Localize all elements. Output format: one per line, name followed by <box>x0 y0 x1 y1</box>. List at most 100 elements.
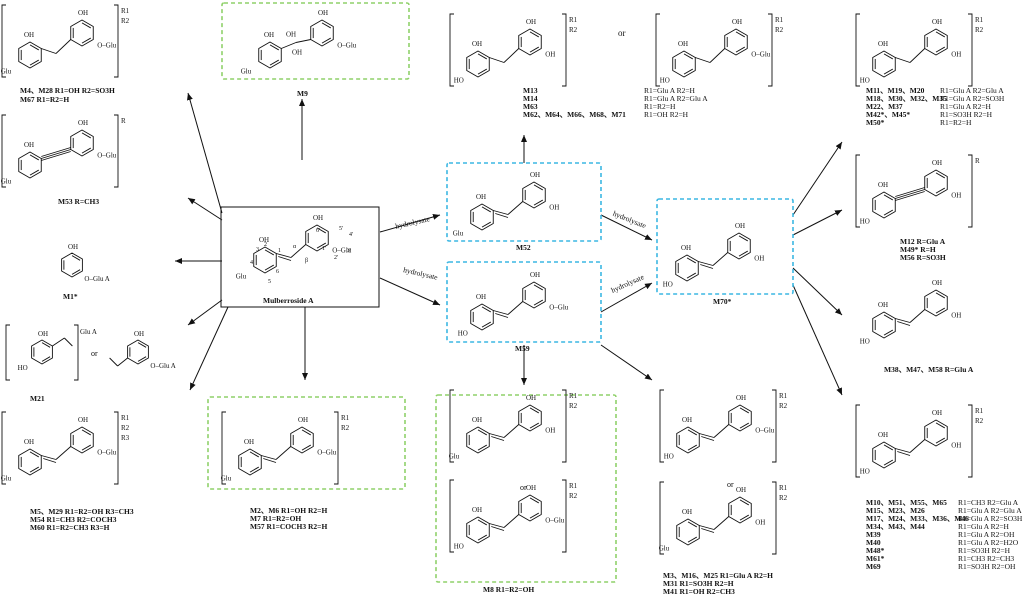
double-bond <box>477 68 488 75</box>
compound-label: M38、M47、M58 R=Glu A <box>884 365 974 374</box>
double-bond <box>137 342 147 348</box>
glucose-label: O–Glu <box>97 42 117 50</box>
compound-label: M53 R=CH3 <box>58 197 100 206</box>
benzene-ring <box>18 448 42 476</box>
benzene-ring <box>466 426 490 454</box>
double-bond <box>316 242 327 249</box>
glucose-label: Glu <box>241 68 252 76</box>
benzene-ring <box>466 50 490 78</box>
benzene-ring <box>522 281 546 309</box>
hydroxyl-label: OH <box>476 293 486 301</box>
compound-label: M15、M23、M26 <box>866 506 925 515</box>
double-bond <box>278 256 292 261</box>
hydroxyl-label: OH <box>951 51 961 59</box>
double-bond <box>701 436 715 441</box>
benzene-ring <box>518 404 542 432</box>
hydroxyl-label: HO <box>458 330 468 338</box>
double-bond <box>883 314 894 321</box>
double-bond <box>249 451 260 458</box>
benzene-ring <box>70 129 94 157</box>
substituent-label: R2 <box>341 424 350 432</box>
glucose-label: Glu <box>221 475 232 483</box>
hydroxyl-label: OH <box>526 394 536 402</box>
or-label: or <box>91 349 98 358</box>
benzene-ring <box>470 203 494 231</box>
hydroxyl-label: OH <box>682 508 692 516</box>
double-bond <box>739 407 750 414</box>
double-bond <box>301 429 312 436</box>
benzene-ring <box>310 19 334 47</box>
substituent-label: R1 <box>341 414 350 422</box>
double-bond <box>29 44 40 51</box>
double-bond <box>29 59 40 66</box>
compound-label: M2、M6 R1=OH R2=H <box>250 506 328 515</box>
compound-label: M63 <box>523 102 538 111</box>
compound-label: M48* <box>866 546 885 555</box>
glucose-label: Glu <box>659 545 670 553</box>
hydroxyl-label: OH <box>681 244 691 252</box>
benzene-ring <box>924 419 948 447</box>
hydroxyl-label: OH <box>735 222 745 230</box>
compound-label: R1=Glu A R2=H <box>940 102 991 111</box>
double-bond <box>883 459 894 466</box>
double-bond <box>137 356 147 362</box>
double-bond <box>301 444 312 451</box>
highlight-box-m70 <box>656 198 794 295</box>
hydroxyl-label: OH <box>549 204 559 212</box>
double-bond <box>477 444 488 451</box>
substituent-label: R1 <box>569 16 578 24</box>
arrow-to-m21 <box>187 299 223 326</box>
double-bond <box>909 439 926 453</box>
hydroxyl-label: OH <box>313 214 323 222</box>
double-bond <box>477 519 488 526</box>
double-bond <box>290 244 307 258</box>
hydroxyl-label: HO <box>454 543 464 551</box>
compound-label: M10、M51、M55、M65 <box>866 498 947 507</box>
glucose-label: O–Glu <box>751 51 771 59</box>
hydroxyl-label: OH <box>78 119 88 127</box>
hydroxyl-label: OH <box>24 438 34 446</box>
highlight-box-m52 <box>446 162 602 242</box>
compound-label: R1=Glu A R2=SO3H <box>958 514 1023 523</box>
double-bond <box>935 292 946 299</box>
substituent-label: R1 <box>975 407 984 415</box>
compound-label: R1=Glu A R2=H2O <box>958 538 1019 547</box>
compound-label: R1=Glu A R2=OH <box>958 530 1015 539</box>
benzene-ring <box>728 496 752 524</box>
bracket <box>1 4 6 78</box>
benzene-ring <box>70 426 94 454</box>
compound-label: M31 R1=SO3H R2=H <box>663 579 734 588</box>
compound-label: M4、M28 R1=OH R2=SO3H <box>20 86 115 95</box>
double-bond <box>935 437 946 444</box>
hydroxyl-label: OH <box>78 9 88 17</box>
bracket <box>221 411 226 485</box>
hydroxyl-label: HO <box>860 468 870 476</box>
bracket <box>659 481 664 555</box>
double-bond <box>699 525 715 530</box>
benzene-ring <box>872 311 896 339</box>
benzene-ring <box>18 151 42 179</box>
double-bond <box>529 46 540 53</box>
highlight-box-m2 <box>207 396 406 490</box>
or-label: or <box>727 480 734 489</box>
substituent-label: R2 <box>779 402 788 410</box>
substituent-label: R2 <box>775 26 784 34</box>
compound-label: M21 <box>30 394 45 403</box>
substituent-label: R1 <box>779 484 788 492</box>
or-label: or <box>520 483 527 492</box>
arrow-to-m38 <box>792 267 843 316</box>
hydroxyl-label: OH <box>932 279 942 287</box>
hydroxyl-label: HO <box>860 77 870 85</box>
double-bond <box>883 444 894 451</box>
hydroxyl-label: OH <box>286 31 296 39</box>
compound-label: M8 R1=R2=OH <box>483 585 535 594</box>
hydroxyl-label: HO <box>664 453 674 461</box>
glucose-label: O–Glu <box>549 304 569 312</box>
double-bond <box>321 22 332 29</box>
glucose-label: O–Glu <box>317 449 337 457</box>
